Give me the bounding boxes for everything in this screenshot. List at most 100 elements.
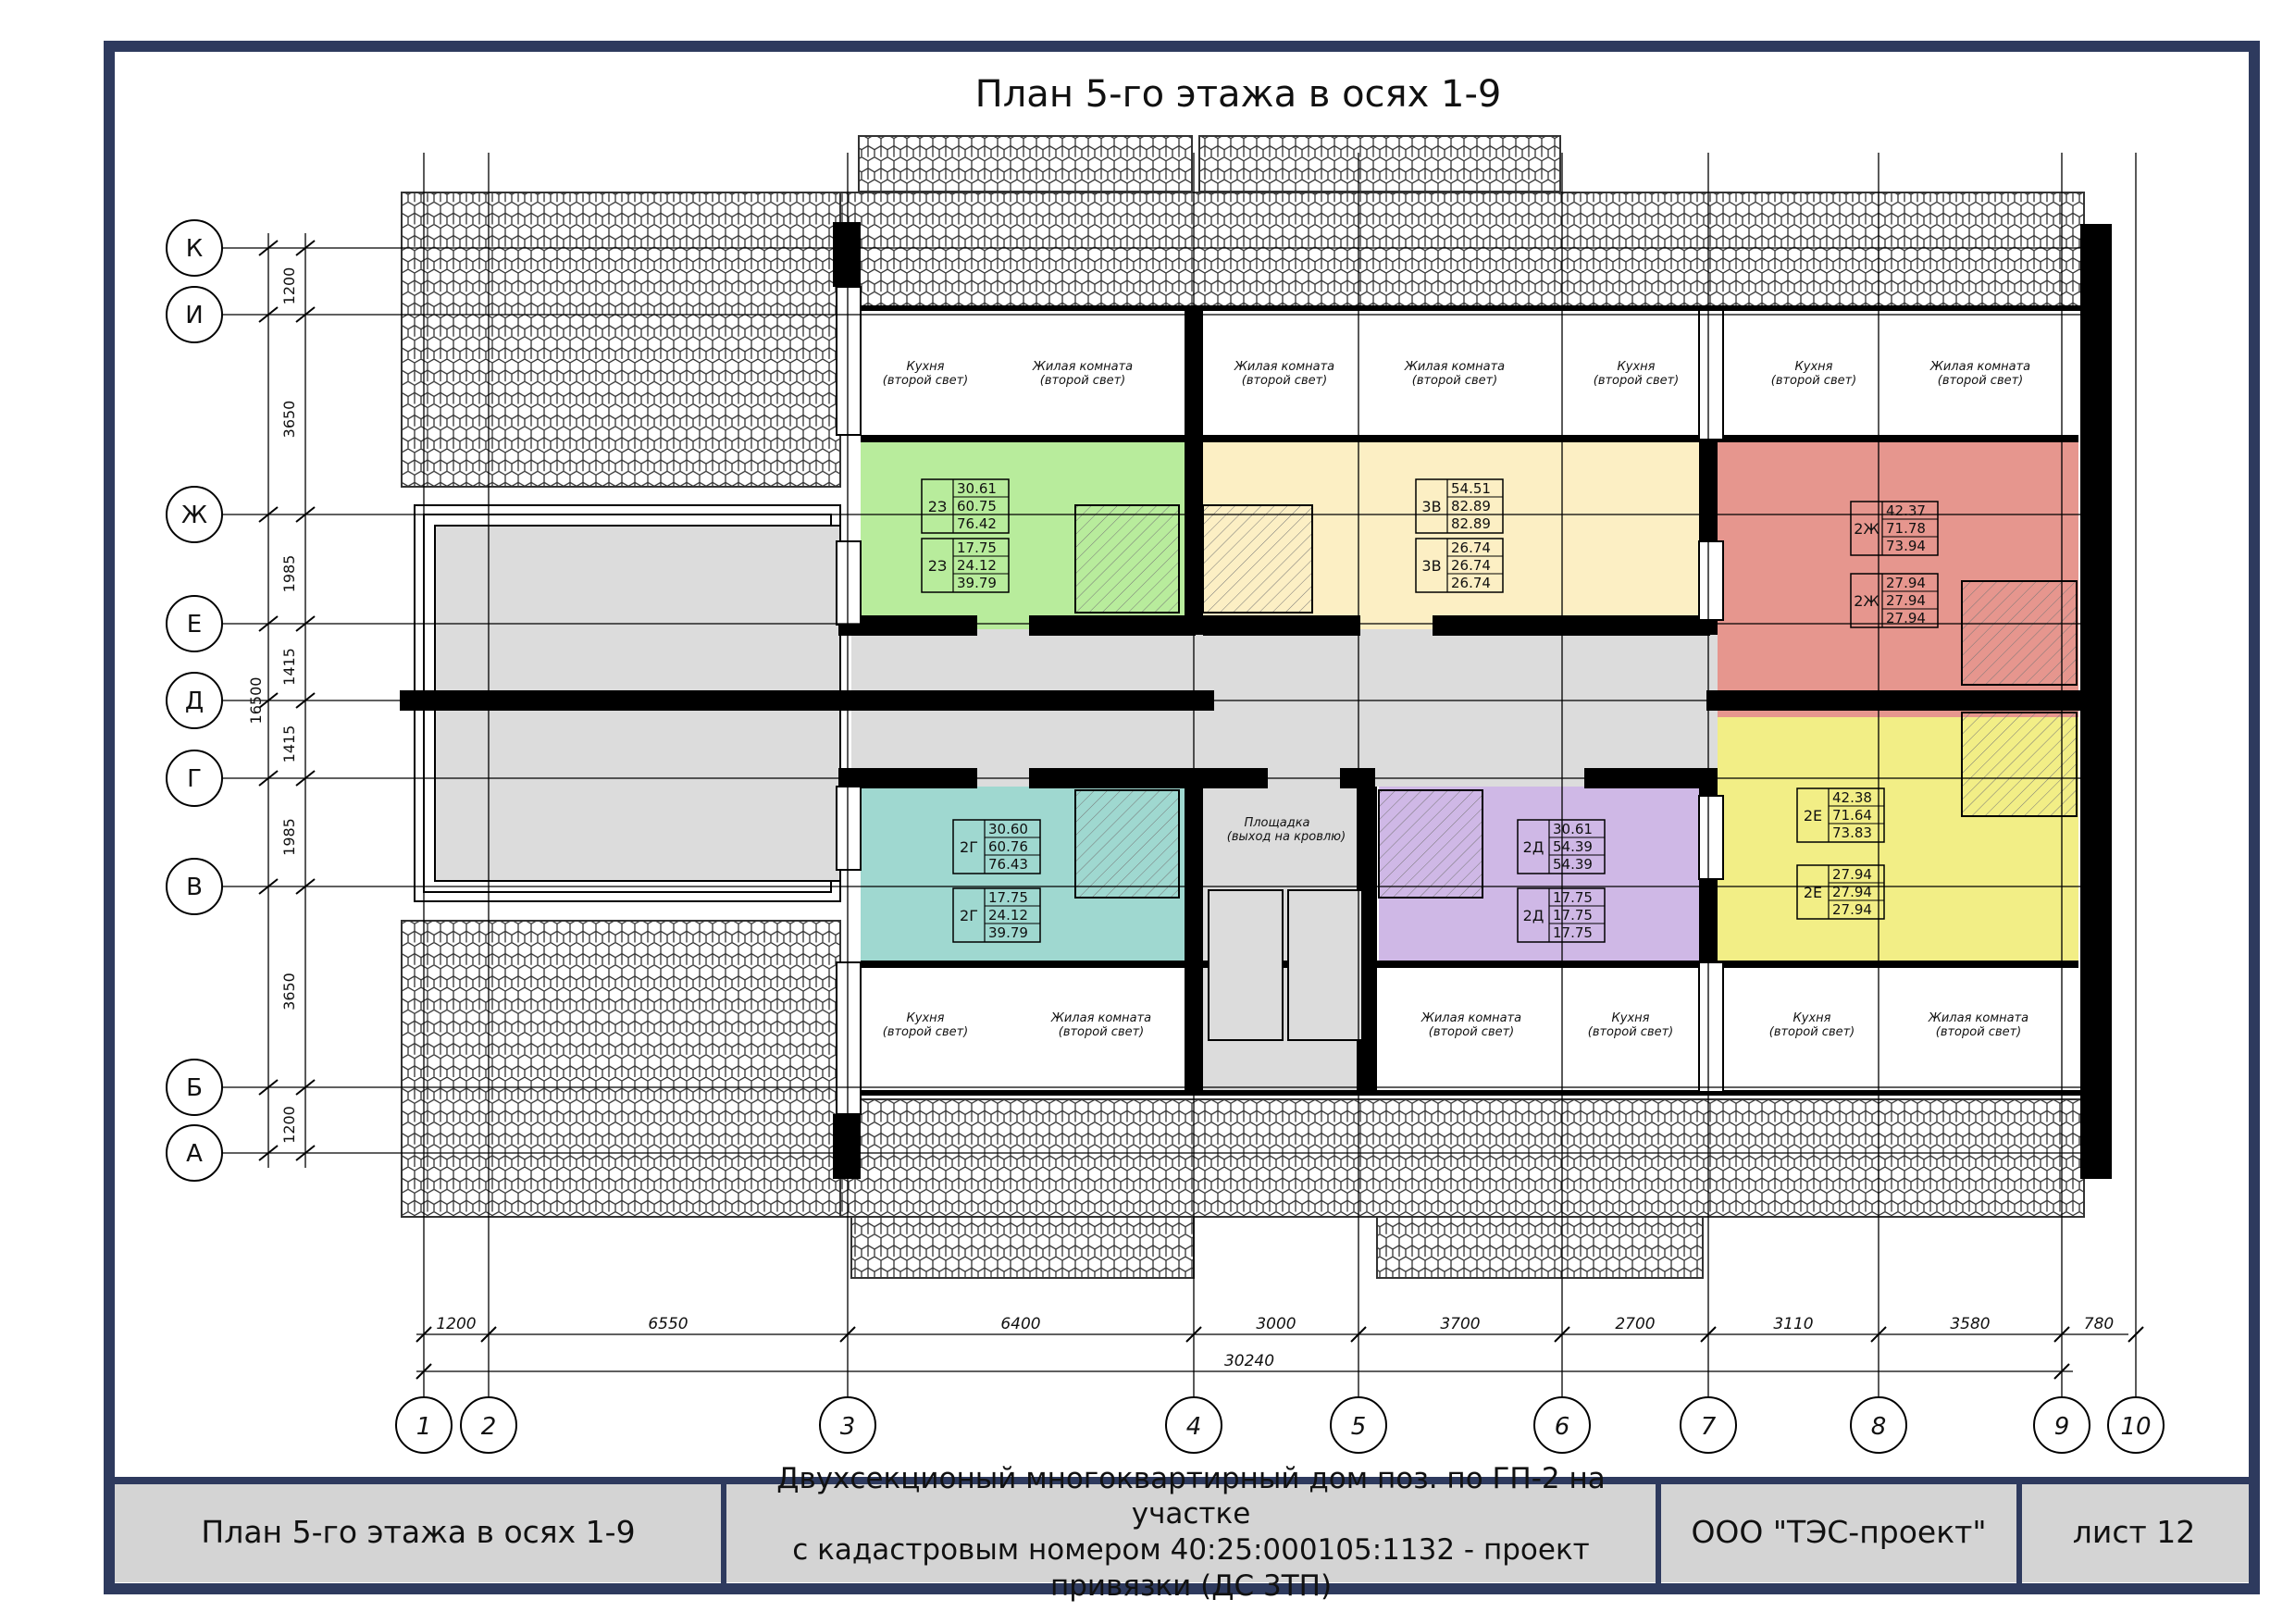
room-name: Кухня (1618, 360, 1656, 374)
axis-row-bubble (166, 595, 223, 652)
room-note: (второй свет) (1769, 1025, 1855, 1039)
horizontal-dim-value: 3580 (1950, 1315, 1990, 1333)
stamp-project-line1: Двухсекционый многоквартирный дом поз. п… (776, 1461, 1606, 1531)
axis-row-bubble (166, 1059, 223, 1116)
apt-area-value: 17.75 (957, 539, 997, 556)
axis-row-label: Ж (181, 502, 207, 529)
horizontal-dim-total: 30240 (1224, 1352, 1274, 1370)
apt-area-value: 73.83 (1832, 824, 1872, 841)
axis-row-label: Д (185, 688, 204, 715)
apt-area-value: 26.74 (1451, 539, 1491, 556)
horizontal-dim-value: 780 (2084, 1315, 2114, 1333)
landing-note: (выход на кровлю) (1227, 830, 1346, 844)
axis-col-bubble (819, 1396, 876, 1454)
apt-area-value: 54.39 (1553, 838, 1593, 855)
room-name: Жилая комната (1420, 1011, 1521, 1025)
apt-code: 2Ж (1854, 520, 1879, 538)
apt-area-value: 71.64 (1832, 807, 1872, 824)
apt-code: 2З (928, 498, 947, 515)
apt-code: 2Е (1804, 884, 1822, 901)
stamp-company: ООО "ТЭС-проект" (1691, 1514, 1987, 1551)
apt-code: 2Е (1804, 807, 1822, 824)
title-block (115, 1477, 2249, 1584)
axis-col-bubble (1850, 1396, 1907, 1454)
vertical-dim-value: 3650 (280, 401, 298, 439)
horizontal-dim-value: 6400 (1000, 1315, 1040, 1333)
apt-area-value: 73.94 (1886, 538, 1926, 554)
apt-area-value: 17.75 (1553, 924, 1593, 941)
apt-area-value: 42.37 (1886, 502, 1926, 519)
axis-row-label: Г (187, 765, 202, 793)
vertical-dim-value: 1200 (280, 1106, 298, 1144)
apt-code: 2Г (960, 907, 978, 924)
apt-area-value: 39.79 (988, 924, 1028, 941)
axis-col-bubble (2107, 1396, 2165, 1454)
apartment-stairs (1074, 504, 2078, 1041)
apt-area-value: 42.38 (1832, 789, 1872, 806)
apt-code: 2Г (960, 838, 978, 856)
room-name: Кухня (1793, 1011, 1831, 1025)
apt-code: 2Д (1523, 838, 1544, 856)
axis-col-label: 3 (840, 1413, 856, 1441)
room-note: (второй свет) (1936, 1025, 2022, 1039)
apt-code: 3В (1421, 557, 1441, 575)
apt-area-value: 24.12 (957, 557, 997, 574)
room-name: Кухня (907, 360, 945, 374)
vertical-dim-total: 16500 (247, 677, 265, 725)
axis-col-label: 1 (416, 1413, 432, 1441)
axis-col-label: 7 (1701, 1413, 1717, 1441)
apt-area-value: 60.76 (988, 838, 1028, 855)
apt-code: 2З (928, 557, 947, 575)
horizontal-dim-value: 3700 (1440, 1315, 1480, 1333)
axis-col-label: 9 (2054, 1413, 2070, 1441)
room-name: Жилая комната (1929, 360, 2030, 374)
apt-area-value: 27.94 (1886, 592, 1926, 609)
horizontal-dim-value: 6550 (648, 1315, 688, 1333)
axis-row-label: К (186, 235, 203, 263)
sheet-frame (104, 41, 2260, 1594)
axis-col-bubble (2033, 1396, 2090, 1454)
apt-area-value: 24.12 (988, 907, 1028, 924)
roof-hatching (401, 135, 2085, 1279)
room-name: Кухня (1795, 360, 1833, 374)
apt-area-value: 76.42 (957, 515, 997, 532)
axis-col-bubble (1330, 1396, 1387, 1454)
horizontal-dim-value: 2700 (1615, 1315, 1655, 1333)
apt-area-value: 54.39 (1553, 856, 1593, 873)
room-note: (второй свет) (1771, 374, 1857, 388)
axis-col-bubble (1680, 1396, 1737, 1454)
apt-area-value: 27.94 (1832, 866, 1872, 883)
axis-row-bubble (166, 286, 223, 343)
room-note: (второй свет) (1412, 374, 1498, 388)
apt-area-value: 26.74 (1451, 557, 1491, 574)
axis-row-bubble (166, 1124, 223, 1182)
room-name: Жилая комната (1404, 360, 1505, 374)
vertical-dim-value: 1200 (280, 267, 298, 305)
apt-area-value: 71.78 (1886, 520, 1926, 537)
apt-area-value: 30.60 (988, 821, 1028, 837)
apt-area-value: 27.94 (1886, 575, 1926, 591)
room-note: (второй свет) (1429, 1025, 1515, 1039)
apt-code: 3В (1421, 498, 1441, 515)
axis-col-label: 10 (2120, 1413, 2151, 1441)
axis-row-bubble (166, 750, 223, 807)
axis-row-label: Е (187, 611, 202, 638)
room-note: (второй свет) (883, 374, 969, 388)
apt-area-value: 82.89 (1451, 498, 1491, 514)
horizontal-dim-value: 3000 (1256, 1315, 1296, 1333)
page-title: План 5-го этажа в осях 1-9 (975, 73, 1502, 116)
axis-row-bubble (166, 486, 223, 543)
axis-col-bubble (395, 1396, 453, 1454)
axis-col-label: 5 (1351, 1413, 1367, 1441)
apt-area-value: 30.61 (957, 480, 997, 497)
room-labels: Кухня(второй свет)Жилая комната(второй с… (883, 360, 2030, 1039)
axis-row-bubble (166, 858, 223, 915)
